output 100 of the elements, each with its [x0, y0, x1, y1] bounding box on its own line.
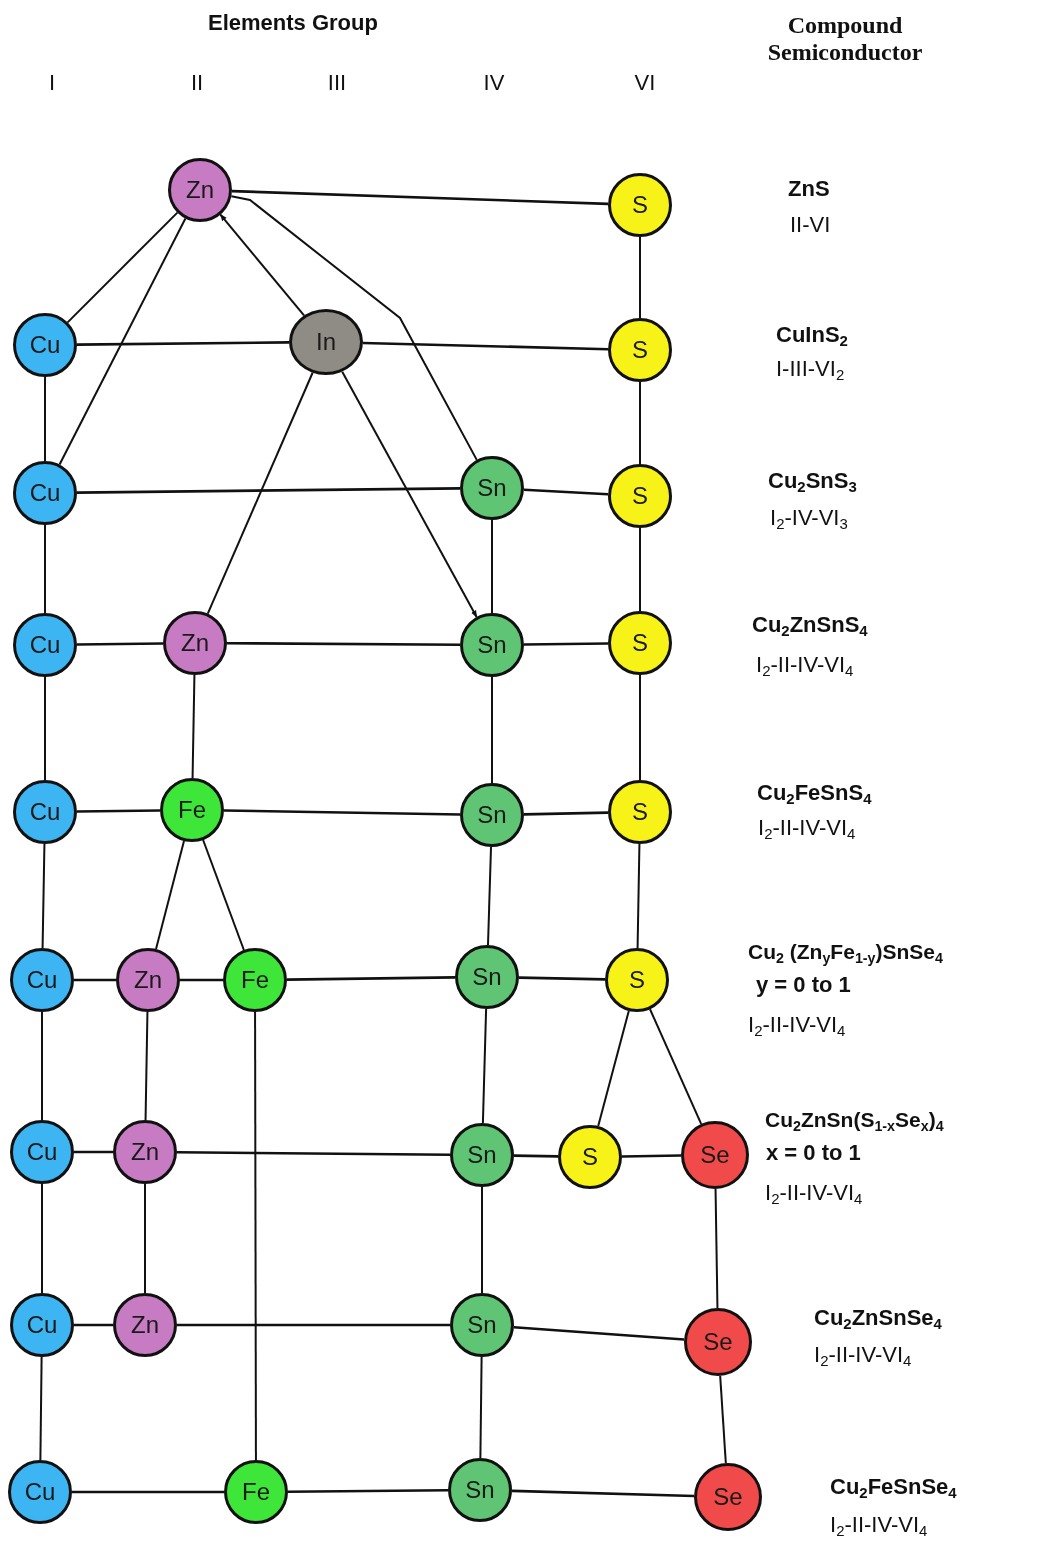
element-circle: Sn [450, 1123, 514, 1187]
connector-line [513, 1154, 559, 1158]
connector-line [491, 676, 493, 784]
compound-label: Cu$_{2}$FeSnSe$_{4}$ [830, 1474, 957, 1500]
connector-line [523, 488, 609, 496]
element-circle: In [289, 309, 363, 375]
connector-line [287, 976, 455, 981]
connector-line [288, 1489, 448, 1493]
element-circle: Sn [460, 783, 524, 847]
connector-line [202, 839, 245, 951]
connector-line [77, 809, 160, 813]
element-circle: Cu [13, 613, 77, 677]
element-circle: Cu [10, 1120, 74, 1184]
element-circle: Cu [10, 948, 74, 1012]
group-label: II [189, 70, 205, 96]
element-circle: Cu [13, 461, 77, 525]
connector-line [74, 978, 116, 982]
element-circle: Se [684, 1308, 752, 1376]
connector-line [513, 1326, 685, 1341]
element-circle: Sn [460, 456, 524, 520]
compound-label: Cu$_{2}$ (Zn$_{y}$Fe$_{1-y}$)SnSe$_{4}$ [748, 940, 943, 964]
connector-line [649, 1008, 703, 1125]
element-circle: Cu [10, 1293, 74, 1357]
connector-line [639, 236, 641, 319]
connector-line [223, 809, 461, 816]
connector-line [58, 217, 187, 466]
compound-label: ZnS [788, 176, 830, 202]
connector-line [719, 1374, 727, 1465]
connector-line [41, 843, 46, 949]
connector-line [636, 843, 641, 949]
compound-label: I-III-VI$_{2}$ [776, 356, 845, 382]
element-circle: Zn [163, 611, 227, 675]
connector-line [206, 371, 314, 615]
connector-line [491, 519, 493, 614]
connector-line [481, 1186, 483, 1294]
group-label: VI [633, 70, 657, 96]
element-circle: S [605, 948, 669, 1012]
element-circle: Sn [455, 945, 519, 1009]
element-circle: S [608, 780, 672, 844]
connector-line [362, 341, 609, 351]
element-circle: Zn [113, 1120, 177, 1184]
connector-line [518, 976, 606, 981]
connector-line [639, 674, 641, 781]
compound-label: Cu$_{2}$FeSnS$_{4}$ [757, 780, 872, 806]
element-circle: Cu [8, 1460, 72, 1524]
connector-line [66, 211, 179, 324]
element-circle: Fe [224, 1460, 288, 1524]
compound-label: I$_{2}$-II-IV-VI$_{4}$ [765, 1180, 863, 1206]
compound-label: I$_{2}$-II-IV-VI$_{4}$ [758, 815, 856, 841]
arrow [219, 213, 305, 317]
compound-label: CuInS$_{2}$ [776, 322, 848, 348]
connector-line [41, 1011, 43, 1121]
compound-label: x = 0 to 1 [766, 1140, 861, 1166]
connector-line [639, 381, 641, 465]
element-circle: Fe [223, 948, 287, 1012]
connector-line [487, 846, 492, 946]
connector-line [77, 487, 460, 494]
element-circle: Se [694, 1463, 762, 1531]
element-circle: S [608, 464, 672, 528]
element-circle: Sn [450, 1293, 514, 1357]
group-label: I [47, 70, 57, 96]
connector-line [230, 195, 478, 461]
element-circle: S [558, 1125, 622, 1189]
element-circle: Fe [160, 778, 224, 842]
connector-line [72, 1490, 224, 1494]
connector-line [231, 189, 609, 206]
connector-line [523, 811, 609, 816]
connector-line [511, 1489, 695, 1498]
element-circle: Sn [460, 613, 524, 677]
connector-line [639, 527, 641, 612]
connector-line [77, 642, 163, 646]
connector-line [714, 1188, 719, 1309]
connector-line [180, 978, 223, 982]
connector-line [597, 1009, 630, 1128]
arrow [341, 370, 478, 618]
element-circle: S [608, 318, 672, 382]
column-heading: Elements Group [208, 10, 378, 36]
compound-label: I$_{2}$-II-IV-VI$_{4}$ [756, 652, 854, 678]
connector-line [254, 1011, 257, 1461]
connector-line [177, 1323, 450, 1327]
connector-line [479, 1356, 483, 1459]
connector-line [191, 674, 196, 779]
element-circle: Se [681, 1121, 749, 1189]
column-heading: Compound Semiconductor [766, 12, 924, 66]
connector-line [177, 1151, 450, 1156]
element-circle: Zn [116, 948, 180, 1012]
element-circle: S [608, 173, 672, 237]
connector-line [44, 676, 46, 781]
element-circle: Cu [13, 780, 77, 844]
compound-label: y = 0 to 1 [756, 972, 851, 998]
connector-line [77, 341, 289, 346]
compound-label: I$_{2}$-II-IV-VI$_{4}$ [748, 1012, 846, 1038]
compound-label: Cu$_{2}$ZnSnSe$_{4}$ [814, 1305, 942, 1331]
connector-line [44, 524, 46, 614]
compound-label: Cu$_{2}$SnS$_{3}$ [768, 468, 857, 494]
connector-line [144, 1183, 146, 1294]
compound-label: I$_{2}$-II-IV-VI$_{4}$ [830, 1512, 928, 1538]
connector-line [41, 1183, 43, 1294]
compound-label: II-VI [790, 212, 831, 238]
group-label: III [326, 70, 348, 96]
